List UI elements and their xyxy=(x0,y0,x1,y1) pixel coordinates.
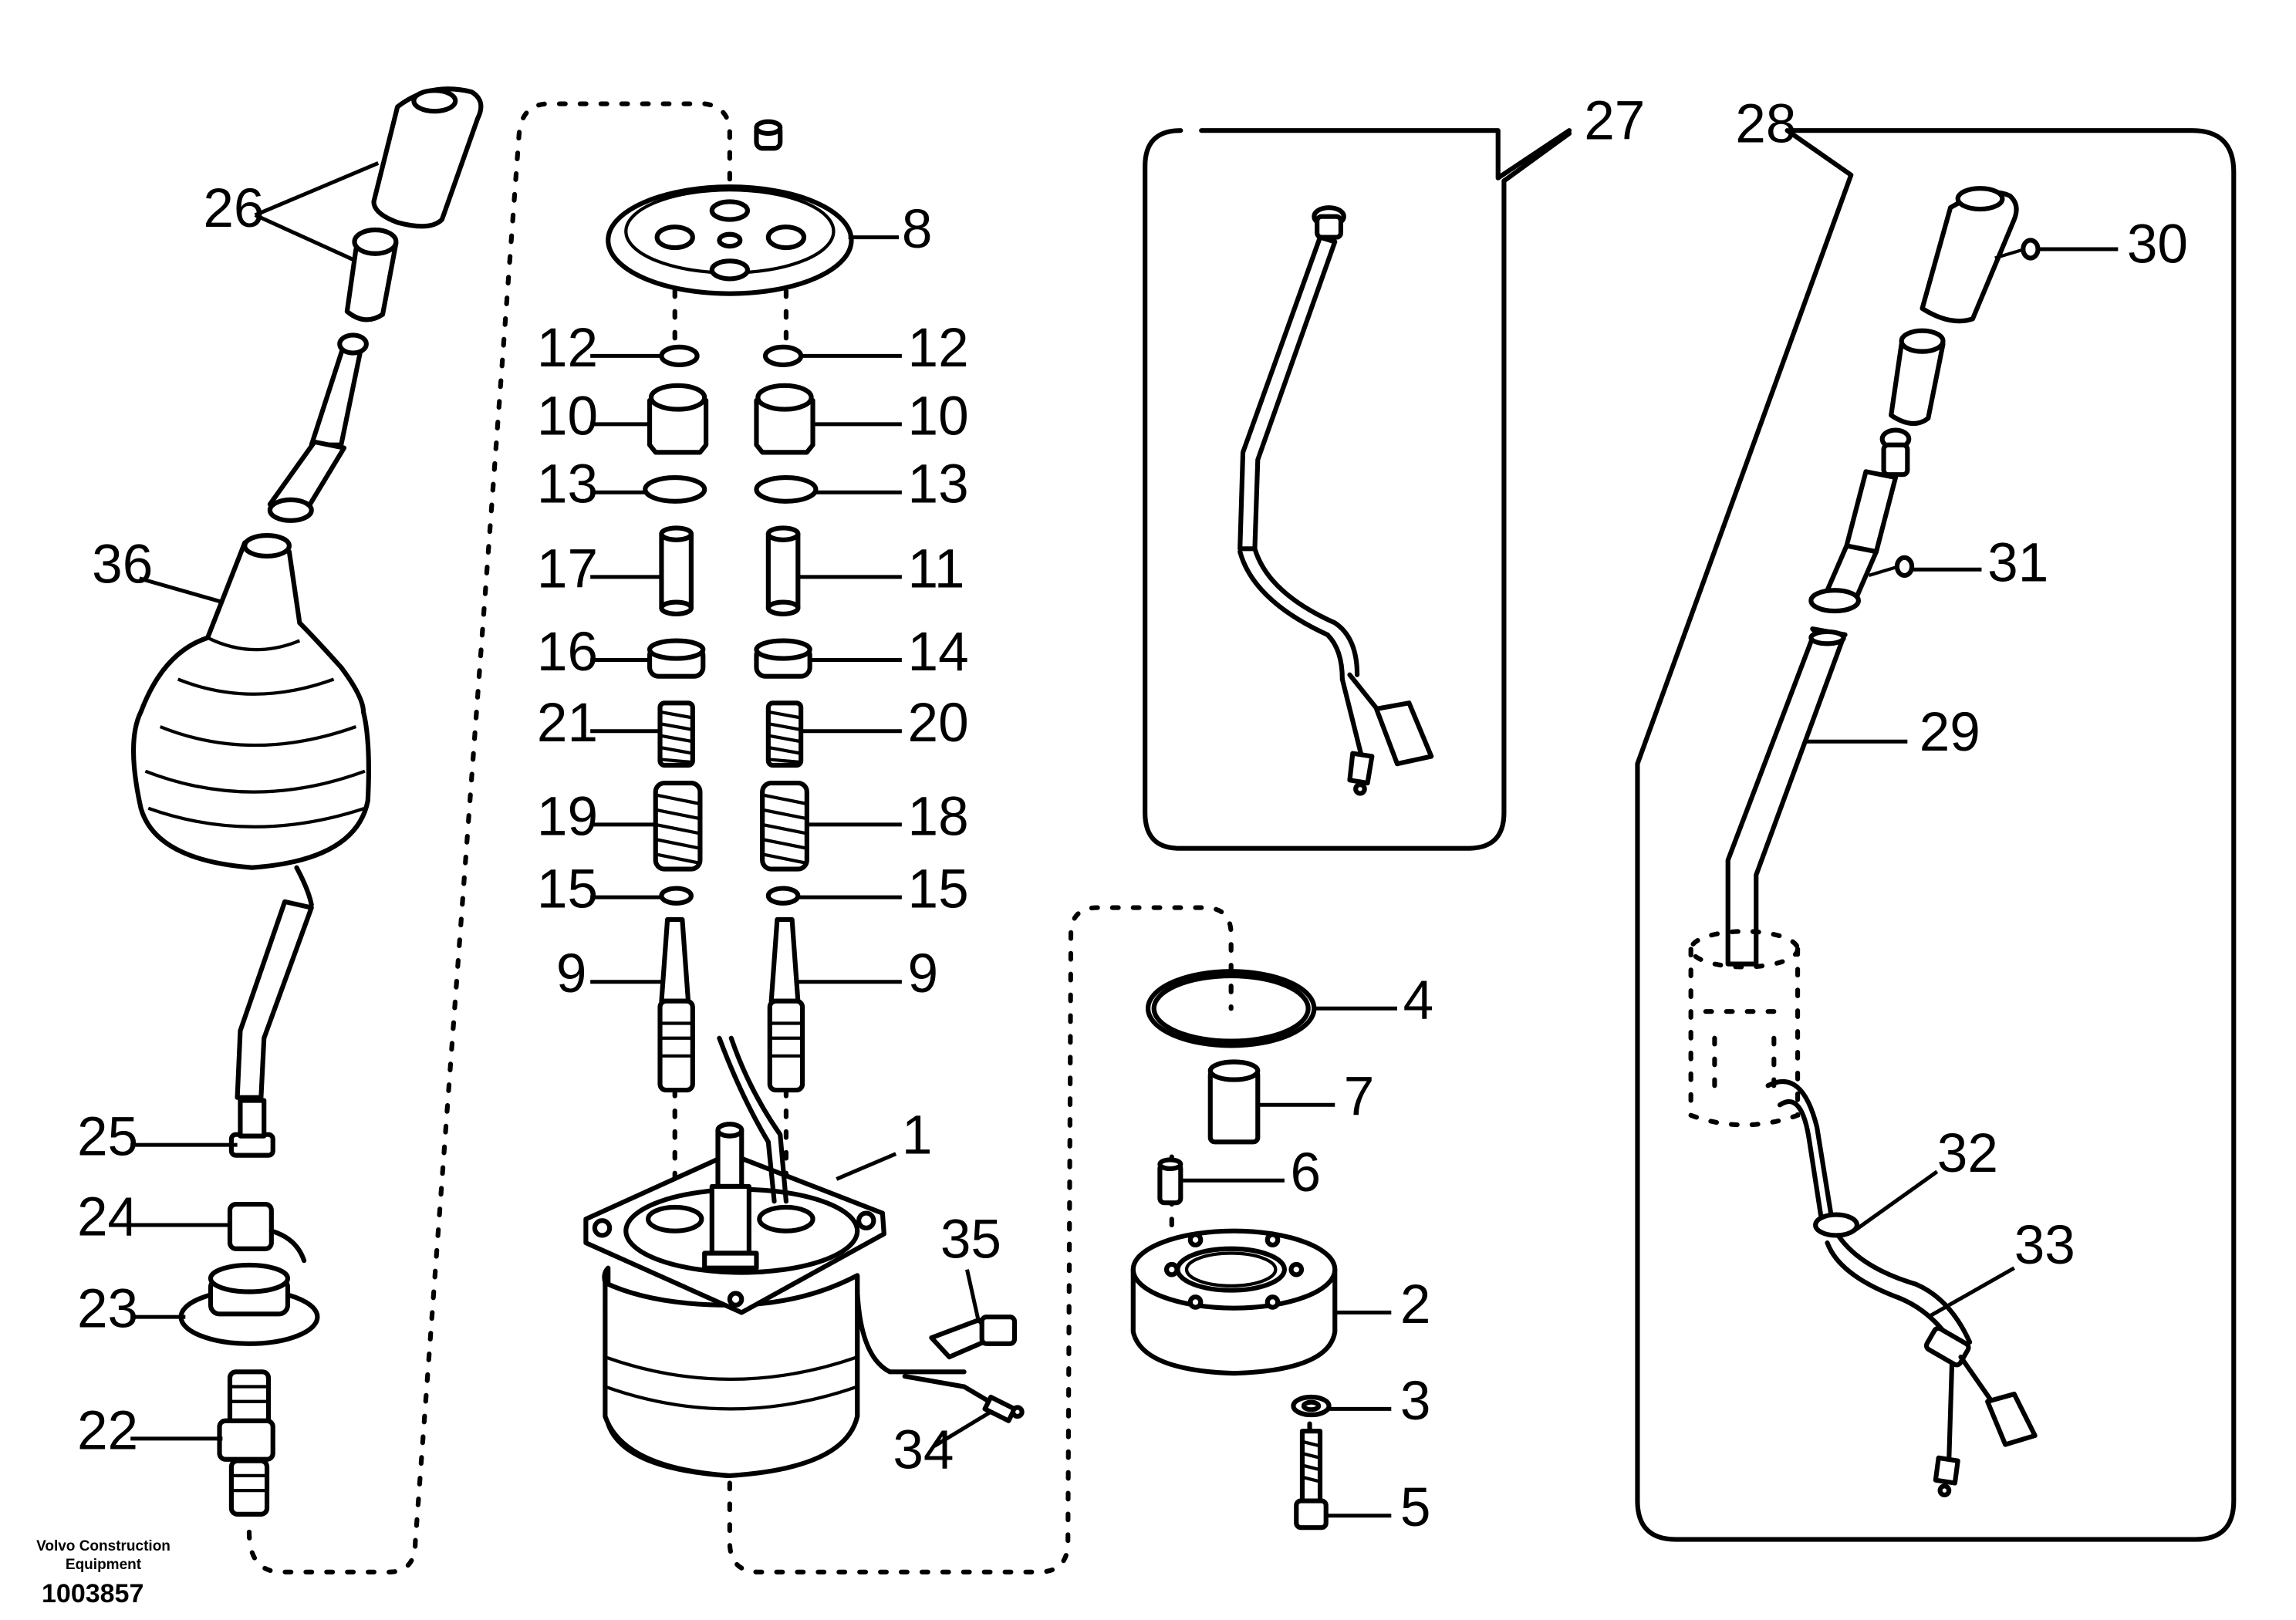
parts-16-14-spring-seats xyxy=(647,638,812,679)
part-23-base-plate xyxy=(178,1262,320,1346)
part-26-knob xyxy=(344,86,484,322)
parts-12-seals xyxy=(659,344,804,368)
label-18: 18 xyxy=(908,786,969,847)
label-28: 28 xyxy=(1735,94,1796,155)
label-7: 7 xyxy=(1344,1067,1375,1128)
parts-13-orings xyxy=(643,474,819,504)
part-6-pin xyxy=(1157,1157,1183,1206)
label-22: 22 xyxy=(77,1400,138,1461)
label-15-left: 15 xyxy=(537,859,598,920)
label-1: 1 xyxy=(902,1105,933,1166)
parts-32-33-cable-and-grommet xyxy=(1765,1079,2038,1497)
label-21: 21 xyxy=(537,693,598,754)
label-35: 35 xyxy=(940,1209,1001,1270)
part-22-universal-joint xyxy=(217,1369,275,1517)
part-7-bushing xyxy=(1207,1059,1261,1145)
part-31-screw-and-shaft xyxy=(1808,427,1915,643)
label-32: 32 xyxy=(1937,1123,1998,1184)
part-8-top-plate xyxy=(606,119,854,296)
callout-box-27 xyxy=(1143,128,1572,851)
part-24-sleeve xyxy=(227,1201,307,1264)
label-6: 6 xyxy=(1291,1142,1322,1203)
label-13-left: 13 xyxy=(537,454,598,515)
label-17: 17 xyxy=(537,538,598,599)
label-4: 4 xyxy=(1403,970,1434,1031)
label-34: 34 xyxy=(893,1419,954,1480)
parts-10-guides xyxy=(647,383,815,455)
part-25-nut xyxy=(228,1098,275,1158)
label-36: 36 xyxy=(92,535,153,596)
label-24: 24 xyxy=(77,1186,138,1247)
label-27: 27 xyxy=(1584,91,1645,152)
label-30: 30 xyxy=(2127,214,2188,275)
label-31: 31 xyxy=(1987,533,2048,594)
part-30-knob-right xyxy=(1889,186,2041,426)
label-25: 25 xyxy=(77,1107,138,1168)
label-9-left: 9 xyxy=(556,943,587,1004)
part-29-socket-hidden xyxy=(1688,929,1801,1128)
callout-box-28 xyxy=(1635,128,2237,1542)
parts-34-35-connectors xyxy=(902,1315,1025,1423)
part-29-lever-shaft xyxy=(1725,629,1846,967)
document-number: 1003857 xyxy=(42,1579,144,1608)
parts-21-20-inner-springs xyxy=(657,700,804,768)
label-10-left: 10 xyxy=(537,386,598,447)
part-2-flange xyxy=(1130,1228,1338,1376)
label-8: 8 xyxy=(902,199,933,260)
label-15-right: 15 xyxy=(908,859,969,920)
part-3-washer xyxy=(1291,1394,1332,1418)
label-5: 5 xyxy=(1400,1477,1431,1538)
label-14: 14 xyxy=(908,622,969,683)
label-23: 23 xyxy=(77,1279,138,1340)
manufacturer-name: Volvo Construction Equipment xyxy=(36,1538,171,1573)
label-2: 2 xyxy=(1400,1274,1431,1335)
label-13-right: 13 xyxy=(908,454,969,515)
parts-9-plungers xyxy=(657,916,805,1093)
label-20: 20 xyxy=(908,693,969,754)
part-27-harness xyxy=(1237,205,1434,796)
part-36-lever-with-boot xyxy=(130,332,371,1100)
label-33: 33 xyxy=(2014,1215,2075,1276)
label-3: 3 xyxy=(1400,1371,1431,1432)
parts-19-18-outer-springs xyxy=(653,781,809,872)
label-12-left: 12 xyxy=(537,318,598,379)
label-10-right: 10 xyxy=(908,386,969,447)
leader-lines xyxy=(130,161,2119,1518)
label-9-right: 9 xyxy=(908,943,939,1004)
label-12-right: 12 xyxy=(908,318,969,379)
label-16: 16 xyxy=(537,622,598,683)
part-1-housing xyxy=(583,1035,967,1478)
parts-17-11-pistons xyxy=(659,525,801,616)
label-29: 29 xyxy=(1920,702,1980,763)
parts-15-washers xyxy=(659,886,801,906)
part-5-bolt xyxy=(1294,1429,1329,1531)
part-number-labels: 26 36 25 24 23 22 8 12 12 10 10 13 13 17… xyxy=(77,91,2188,1539)
label-26: 26 xyxy=(203,178,264,239)
label-11: 11 xyxy=(908,538,965,599)
label-19: 19 xyxy=(537,786,598,847)
